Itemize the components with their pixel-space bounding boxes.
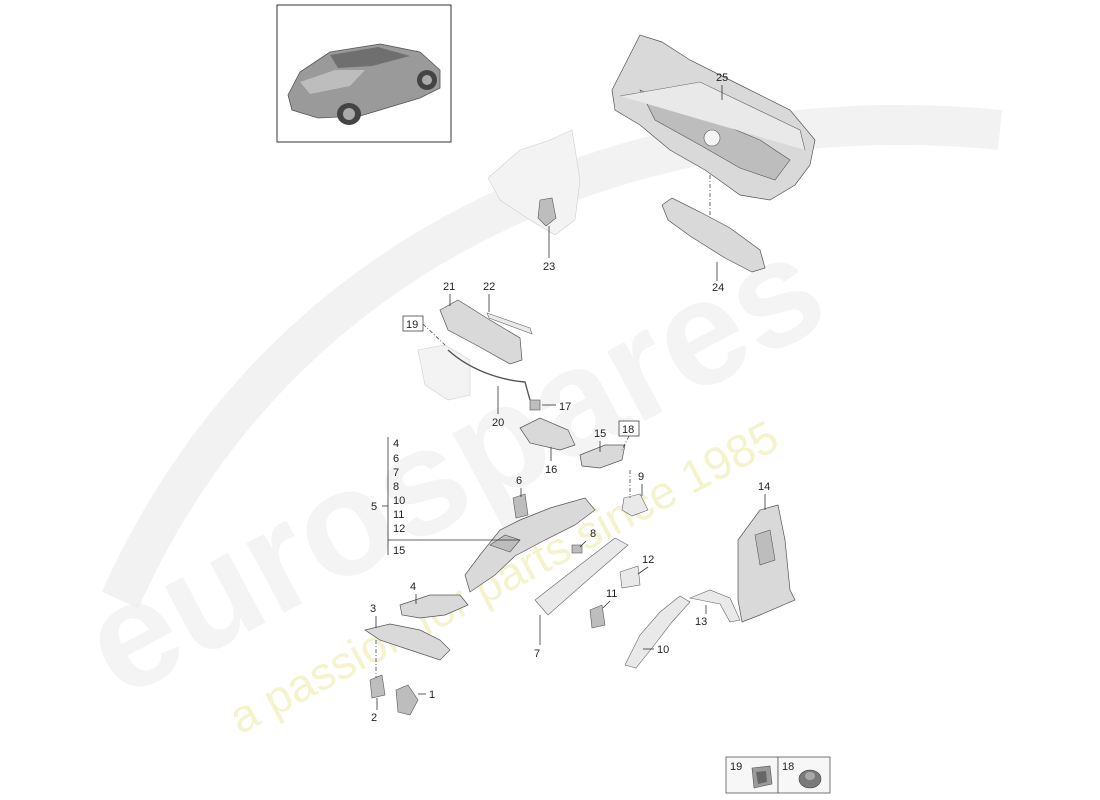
part-10-arch[interactable] — [624, 595, 691, 669]
part-2-mount[interactable] — [369, 674, 386, 699]
part-11-bracket[interactable] — [589, 604, 606, 629]
callout-18: 18 — [622, 424, 634, 436]
part-12-bracket[interactable] — [619, 565, 641, 589]
group-bracket-5: 5 4 6 7 8 10 11 12 15 — [371, 437, 520, 557]
part-7-rail[interactable] — [534, 537, 629, 616]
part-25-cowl-panel[interactable] — [611, 34, 816, 201]
part-1-mount[interactable] — [395, 684, 419, 716]
callout-10: 10 — [657, 644, 669, 656]
callout-19: 19 — [406, 319, 418, 331]
part-15-bracket[interactable] — [579, 444, 626, 469]
clip-icon — [751, 765, 773, 789]
part-6-panel[interactable] — [512, 493, 529, 519]
part-23-bracket[interactable] — [487, 129, 581, 236]
callout-13: 13 — [695, 616, 707, 628]
part-24-seal[interactable] — [661, 197, 766, 273]
callout-17: 17 — [559, 401, 571, 413]
callout-7: 7 — [534, 648, 540, 660]
part-16-panel[interactable] — [519, 417, 576, 451]
callout-4: 4 — [410, 581, 416, 593]
dash-19 — [422, 323, 446, 346]
part-17-clip[interactable] — [529, 399, 541, 411]
callout-1: 1 — [429, 689, 435, 701]
callout-9: 9 — [638, 471, 644, 483]
callout-3: 3 — [370, 603, 376, 615]
callout-16: 16 — [545, 464, 557, 476]
callout-20: 20 — [492, 417, 504, 429]
callout-12: 12 — [642, 554, 654, 566]
leader-8 — [579, 540, 587, 548]
callout-6: 6 — [516, 475, 522, 487]
legend-ref-18[interactable]: 18 — [618, 420, 640, 437]
group-item: 4 — [393, 438, 399, 450]
legend-ref-19[interactable]: 19 — [402, 315, 424, 332]
legend-cell-18[interactable] — [777, 756, 831, 794]
callout-5: 5 — [371, 501, 377, 513]
group-item: 8 — [393, 481, 399, 493]
callout-23: 23 — [543, 261, 555, 273]
callout-2: 2 — [371, 712, 377, 724]
leader-12 — [637, 566, 649, 575]
part-20-cable[interactable] — [447, 349, 531, 401]
group-item: 6 — [393, 453, 399, 465]
dash-18 — [621, 435, 630, 451]
part-21-panel[interactable] — [417, 299, 523, 401]
grommet-icon — [798, 769, 822, 789]
legend-label-19: 19 — [730, 761, 742, 773]
callout-14: 14 — [758, 481, 770, 493]
callout-25: 25 — [716, 72, 728, 84]
callout-21: 21 — [443, 281, 455, 293]
group-item: 11 — [393, 509, 404, 521]
group-item: 12 — [393, 523, 405, 535]
group-item: 10 — [393, 495, 405, 507]
part-22-strip[interactable] — [486, 312, 533, 335]
callout-15: 15 — [594, 428, 606, 440]
callout-24: 24 — [712, 282, 724, 294]
part-9-bracket[interactable] — [621, 493, 649, 517]
part-3-bracket[interactable] — [364, 623, 451, 661]
fastener-legend: 19 18 — [725, 756, 831, 794]
group-item: 7 — [393, 467, 399, 479]
vehicle-thumbnail[interactable] — [276, 4, 452, 143]
part-13-liner[interactable] — [688, 589, 741, 623]
group-item-extra: 15 — [393, 545, 405, 557]
part-8-clip[interactable] — [571, 544, 583, 554]
callout-8: 8 — [590, 528, 596, 540]
part-14-pillar[interactable] — [737, 504, 796, 623]
legend-label-18: 18 — [782, 761, 794, 773]
car-image — [287, 43, 441, 125]
callout-11: 11 — [606, 588, 617, 600]
part-4-crossmember[interactable] — [399, 497, 596, 619]
leader-11 — [602, 600, 611, 609]
callout-22: 22 — [483, 281, 495, 293]
